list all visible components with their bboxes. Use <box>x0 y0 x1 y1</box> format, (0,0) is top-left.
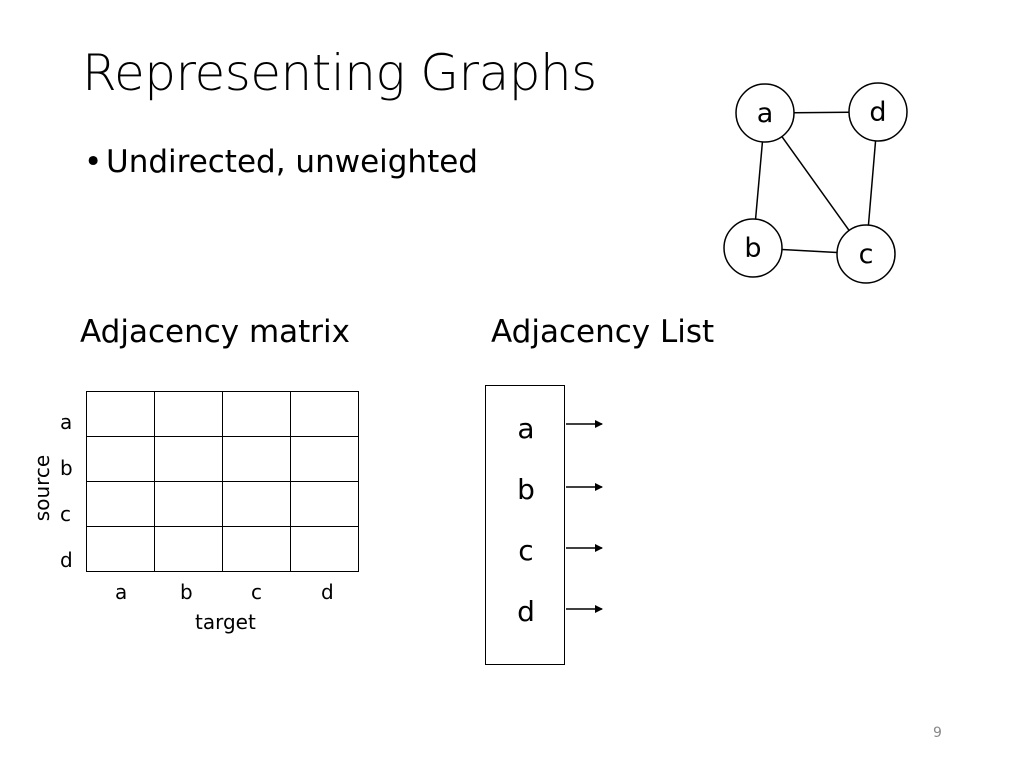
matrix-col-label: d <box>321 580 334 604</box>
graph-edge-a-c <box>781 136 850 231</box>
graph-node-label: d <box>869 97 886 128</box>
graph-node-label: c <box>859 239 874 270</box>
bullet-dot: • <box>84 144 103 180</box>
matrix-row-label: b <box>60 456 73 480</box>
adjacency-list-entry: d <box>517 595 535 628</box>
matrix-cell <box>290 436 359 482</box>
adjacency-list-box: a b c d <box>485 385 565 665</box>
matrix-row-label: d <box>60 548 73 572</box>
matrix-col-label: a <box>115 580 128 604</box>
matrix-row <box>86 481 359 527</box>
graph-node-c <box>836 224 896 284</box>
matrix-row-label: c <box>60 502 71 526</box>
graph-edge-a-b <box>754 141 764 220</box>
graph-node-d <box>848 82 908 142</box>
matrix-row <box>86 526 359 572</box>
matrix-row <box>86 436 359 482</box>
matrix-cell <box>222 526 291 572</box>
graph-node-b <box>723 218 783 278</box>
page-number: 9 <box>933 725 942 741</box>
graph-node-label: a <box>757 98 774 129</box>
graph-node-label: b <box>744 233 761 264</box>
adjacency-list-entry: a <box>517 412 535 445</box>
graph-edges <box>754 111 877 254</box>
graph-nodes: a d b c <box>723 82 908 284</box>
graph-node-a <box>735 83 795 143</box>
matrix-cell <box>86 526 155 572</box>
adjacency-list-entry: b <box>517 473 535 506</box>
adjacency-matrix-grid <box>86 391 359 572</box>
matrix-col-label: b <box>180 580 193 604</box>
matrix-cell <box>290 481 359 527</box>
adjacency-list-heading: Adjacency List <box>491 314 715 350</box>
matrix-col-label: c <box>251 580 262 604</box>
matrix-cell <box>154 391 223 437</box>
graph-edge-b-c <box>781 248 838 254</box>
slide-title: Representing Graphs <box>82 44 597 102</box>
matrix-col-axis-label: target <box>195 610 256 634</box>
matrix-cell <box>222 481 291 527</box>
adjacency-matrix-heading: Adjacency matrix <box>80 314 351 350</box>
matrix-cell <box>86 436 155 482</box>
matrix-cell <box>154 526 223 572</box>
adjacency-list-entry: c <box>518 534 534 567</box>
bullet-text: Undirected, unweighted <box>106 144 478 180</box>
matrix-cell <box>290 526 359 572</box>
matrix-cell <box>290 391 359 437</box>
matrix-row-label: a <box>60 410 73 434</box>
graph-edge-d-c <box>867 140 877 226</box>
bullet-item: •Undirected, unweighted <box>84 144 478 180</box>
